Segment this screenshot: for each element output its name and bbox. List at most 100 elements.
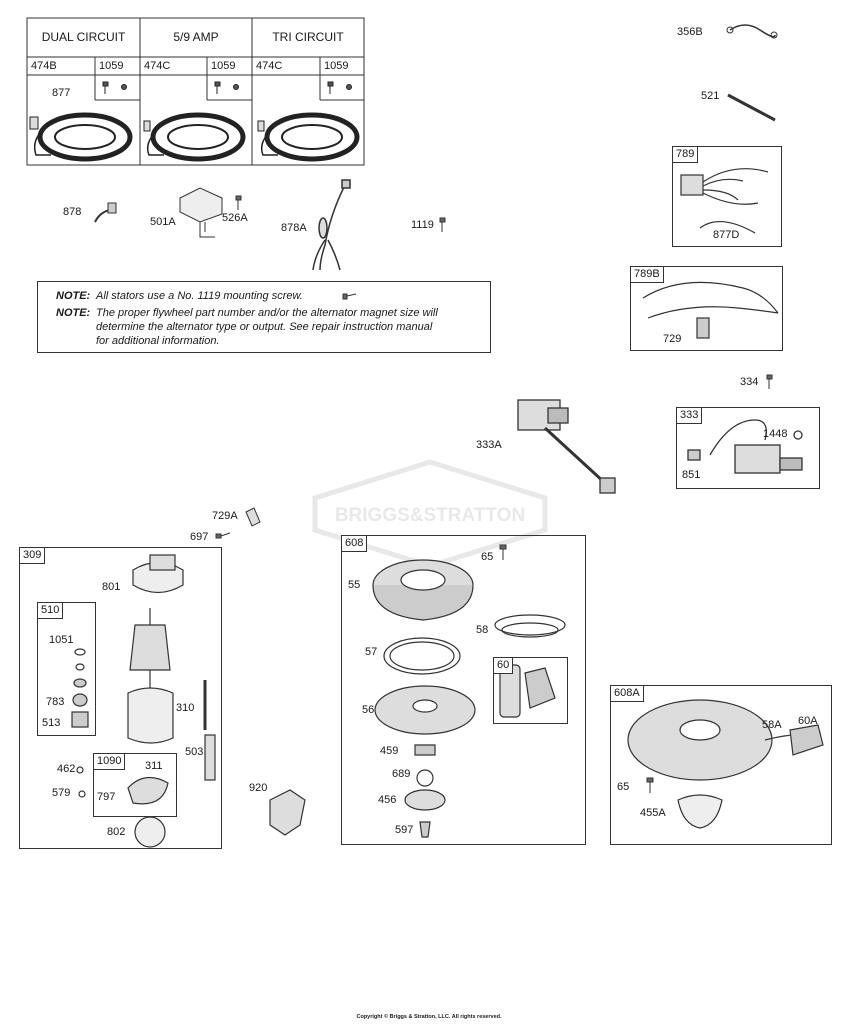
- part-1059-label-1[interactable]: 1059: [99, 60, 124, 72]
- copyright-text: Copyright © Briggs & Stratton, LLC. All …: [356, 1014, 502, 1020]
- part-356B-label[interactable]: 356B: [677, 26, 703, 38]
- stator-table-grid: [26, 17, 365, 166]
- part-729A-label[interactable]: 729A: [212, 510, 238, 522]
- screw-334: [766, 374, 773, 389]
- note-text-2-line-3: for additional information.: [96, 335, 220, 347]
- part-729A: [245, 507, 261, 527]
- part-474B-label[interactable]: 474B: [31, 60, 57, 72]
- part-459-label[interactable]: 459: [380, 745, 399, 757]
- box-309-header[interactable]: 309: [20, 548, 46, 564]
- part-333A-label[interactable]: 333A: [476, 439, 502, 451]
- screw-65-608A: [646, 777, 654, 793]
- col-title-dual-circuit: DUAL CIRCUIT: [41, 30, 126, 44]
- part-877-label[interactable]: 877: [52, 87, 71, 99]
- part-729-label[interactable]: 729: [663, 333, 682, 345]
- part-597-label[interactable]: 597: [395, 824, 414, 836]
- box-608: 608: [341, 535, 586, 845]
- ignition-coil-333: [687, 419, 803, 474]
- box-333-header[interactable]: 333: [677, 408, 703, 424]
- box-60-header[interactable]: 60: [494, 658, 514, 674]
- part-1059-label-3[interactable]: 1059: [324, 60, 349, 72]
- part-455A-label[interactable]: 455A: [640, 807, 666, 819]
- part-1119-label[interactable]: 1119: [411, 219, 434, 231]
- part-58A-label[interactable]: 58A: [762, 719, 782, 731]
- part-65-608A-label[interactable]: 65: [617, 781, 630, 793]
- recoil-608A: [627, 699, 824, 829]
- stator-474C-5-9amp: [143, 112, 246, 162]
- box-789: 789: [672, 146, 782, 247]
- part-689-label[interactable]: 689: [392, 768, 411, 780]
- box-608A-header[interactable]: 608A: [611, 686, 644, 702]
- note-label-1: NOTE:: [56, 290, 91, 302]
- part-851-label[interactable]: 851: [682, 469, 701, 481]
- part-503-label[interactable]: 503: [185, 746, 204, 758]
- part-310-label[interactable]: 310: [176, 702, 195, 714]
- stator-474B: [29, 112, 133, 162]
- harness-789B: [642, 281, 779, 339]
- box-510: 510: [37, 602, 96, 736]
- part-697-label[interactable]: 697: [190, 531, 209, 543]
- box-608-header[interactable]: 608: [342, 536, 368, 552]
- part-1448-label[interactable]: 1448: [763, 428, 788, 440]
- part-456-label[interactable]: 456: [378, 794, 397, 806]
- part-60A-label[interactable]: 60A: [798, 715, 818, 727]
- harness-878A: [312, 179, 351, 271]
- note-text-2-line-2: determine the alternator type or output.…: [96, 321, 433, 333]
- svg-text:BRIGGS&STRATTON: BRIGGS&STRATTON: [335, 505, 525, 526]
- part-801-label[interactable]: 801: [102, 581, 121, 593]
- screw-65: [499, 544, 507, 560]
- part-526A-label[interactable]: 526A: [222, 212, 248, 224]
- starter-parts-309: [71, 554, 216, 848]
- box-333: 333: [676, 407, 820, 489]
- harness-789: [680, 168, 769, 234]
- screw-697: [215, 532, 231, 539]
- part-877D-label[interactable]: 877D: [713, 229, 740, 241]
- part-1059-label-2[interactable]: 1059: [211, 60, 236, 72]
- box-1090: 1090: [93, 753, 177, 817]
- part-802-label[interactable]: 802: [107, 826, 126, 838]
- part-513-label[interactable]: 513: [42, 717, 61, 729]
- box-789B-header[interactable]: 789B: [631, 267, 664, 283]
- regulator-501A: [179, 187, 223, 238]
- bracket-920: [269, 789, 306, 836]
- part-462-label[interactable]: 462: [57, 763, 76, 775]
- part-501A-label[interactable]: 501A: [150, 216, 176, 228]
- part-1051-label[interactable]: 1051: [49, 634, 74, 646]
- rod-521: [727, 93, 776, 122]
- part-920-label[interactable]: 920: [249, 782, 268, 794]
- note-text-2-line-1: The proper flywheel part number and/or t…: [96, 307, 438, 319]
- stator-474C-tri: [257, 112, 360, 162]
- box-789-header[interactable]: 789: [673, 147, 699, 163]
- screw-526A: [235, 195, 242, 210]
- box-309: 309: [19, 547, 222, 849]
- part-474C-label-1[interactable]: 474C: [144, 60, 171, 72]
- col-title-5-9-amp: 5/9 AMP: [173, 30, 219, 44]
- part-579-label[interactable]: 579: [52, 787, 71, 799]
- part-55-label[interactable]: 55: [348, 579, 361, 591]
- part-334-label[interactable]: 334: [740, 376, 759, 388]
- note-screw: [342, 293, 357, 300]
- col-title-tri-circuit: TRI CIRCUIT: [272, 30, 344, 44]
- box-60: 60: [493, 657, 568, 724]
- part-57-label[interactable]: 57: [365, 646, 378, 658]
- part-783-label[interactable]: 783: [46, 696, 65, 708]
- note-text-1: All stators use a No. 1119 mounting scre…: [96, 290, 303, 302]
- part-56-label[interactable]: 56: [362, 704, 375, 716]
- part-521-label[interactable]: 521: [701, 90, 720, 102]
- part-58-label[interactable]: 58: [476, 624, 489, 636]
- part-311-label[interactable]: 311: [145, 760, 163, 772]
- note-box: NOTE: All stators use a No. 1119 mountin…: [37, 281, 491, 353]
- recoil-parts-608: [372, 559, 566, 838]
- box-608A: 608A: [610, 685, 832, 845]
- part-878A-label[interactable]: 878A: [281, 222, 307, 234]
- part-474C-label-2[interactable]: 474C: [256, 60, 283, 72]
- part-878-label[interactable]: 878: [63, 206, 82, 218]
- box-510-header[interactable]: 510: [38, 603, 64, 619]
- part-65-label[interactable]: 65: [481, 551, 494, 563]
- box-789B: 789B: [630, 266, 783, 351]
- lead-356B: [729, 24, 776, 38]
- part-797-label[interactable]: 797: [97, 791, 116, 803]
- box-1090-header[interactable]: 1090: [94, 754, 126, 770]
- screw-1119: [439, 217, 446, 232]
